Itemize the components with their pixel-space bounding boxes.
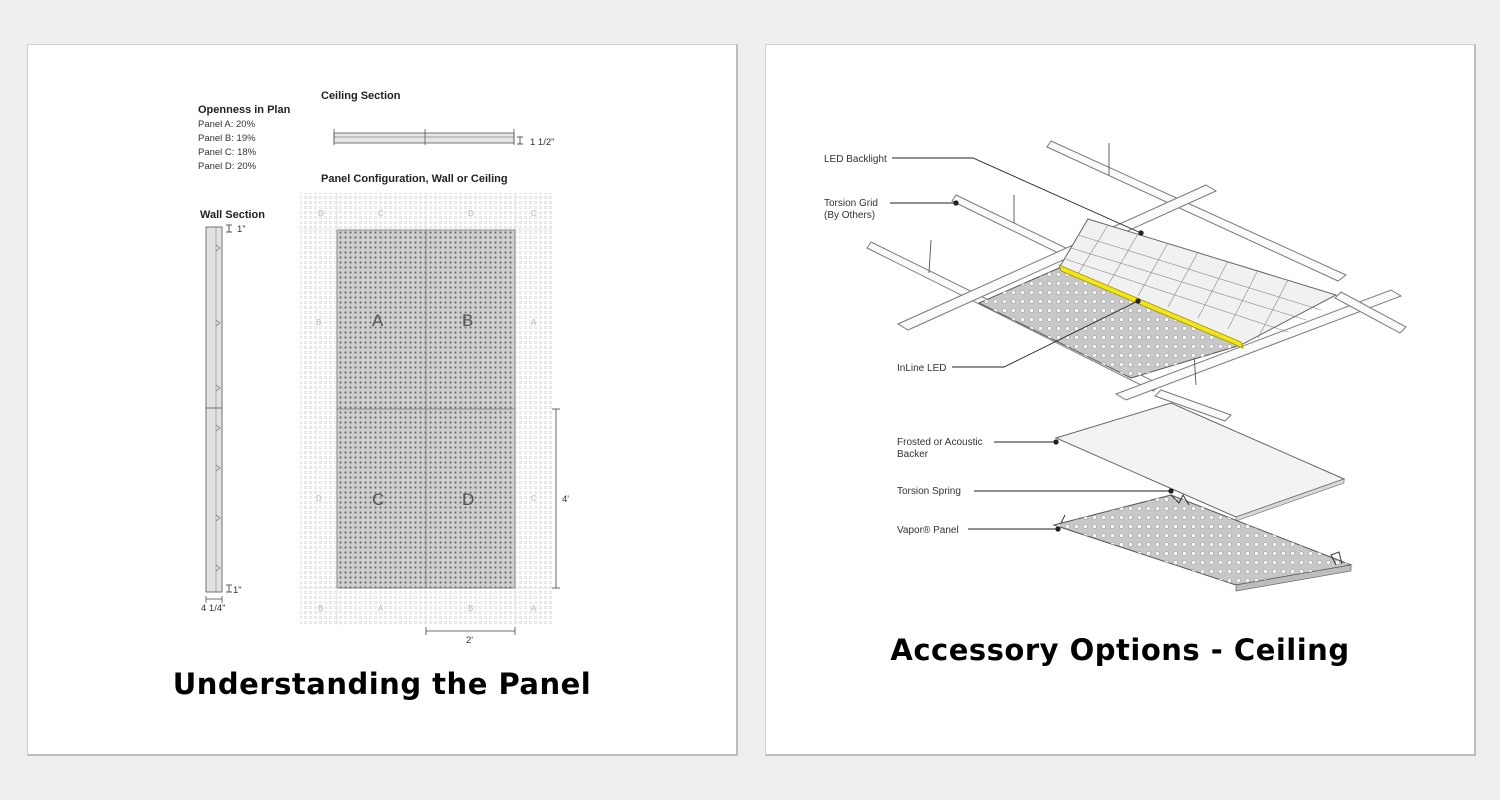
accessory-exploded-diagram: LED Backlight Torsion Grid (By Others) I…: [824, 140, 1407, 592]
ghost-label-top-3: D: [468, 209, 474, 218]
panel-letter-d: D: [462, 490, 474, 509]
main-panel-grid: [336, 229, 516, 589]
torsion-spring: [1060, 493, 1343, 566]
callout-backer-2: Backer: [897, 449, 929, 460]
height-dimension-line: [552, 408, 560, 589]
height-dim-label: 4': [562, 494, 569, 505]
ghost-label-left-2: D: [316, 494, 322, 503]
ghost-label-top-4: C: [531, 209, 537, 218]
callout-backer-1: Frosted or Acoustic: [897, 437, 983, 448]
callout-torsion-grid-note: (By Others): [824, 210, 875, 221]
wall-section-drawing: [205, 224, 232, 603]
openness-item-d: Panel D: 20%: [198, 161, 257, 172]
ghost-label-bottom-4: A: [531, 604, 537, 613]
ghost-label-bottom-1: B: [318, 604, 323, 613]
ghost-label-bottom-2: A: [378, 604, 384, 613]
vapor-panel: [1052, 494, 1353, 592]
width-dim-label: 2': [466, 635, 473, 646]
callout-torsion-spring: Torsion Spring: [897, 486, 961, 497]
callout-torsion-grid: Torsion Grid: [824, 198, 878, 209]
openness-item-c: Panel C: 18%: [198, 147, 257, 158]
ghost-label-right-2: C: [531, 494, 537, 503]
openness-title: Openness in Plan: [198, 104, 291, 116]
wall-dim-top: 1": [237, 224, 246, 235]
wall-dim-bottom: 1": [233, 585, 242, 596]
panel-letter-c: C: [372, 490, 384, 509]
callout-leaders: [890, 157, 1174, 532]
backer-sheet: [1054, 402, 1346, 522]
panel-letter-a: A: [372, 311, 384, 330]
ceiling-section-title: Ceiling Section: [321, 90, 401, 102]
left-caption: Understanding the Panel: [172, 667, 592, 701]
ceiling-dim-label: 1 1/2": [530, 137, 555, 148]
panel-diagram: Openness in Plan Panel A: 20% Panel B: 1…: [198, 90, 569, 646]
ghost-label-top-1: D: [318, 209, 324, 218]
ghost-label-bottom-3: B: [468, 604, 473, 613]
callout-vapor-panel: Vapor® Panel: [897, 525, 959, 536]
panel-diagram-card: Openness in Plan Panel A: 20% Panel B: 1…: [27, 44, 738, 756]
panel-letter-b: B: [462, 311, 473, 330]
config-title: Panel Configuration, Wall or Ceiling: [321, 173, 508, 185]
accessory-diagram-card: LED Backlight Torsion Grid (By Others) I…: [765, 44, 1476, 756]
wall-width-dim: 4 1/4": [201, 603, 226, 614]
ghost-label-right-1: A: [531, 318, 537, 327]
ceiling-section-drawing: [333, 129, 523, 145]
ghost-label-top-2: C: [378, 209, 384, 218]
inline-led-strip: [1058, 264, 1244, 349]
width-dimension-line: [425, 627, 516, 635]
wall-section-title: Wall Section: [200, 209, 265, 221]
callout-led-backlight: LED Backlight: [824, 154, 887, 165]
installed-perforated-panel: [977, 264, 1244, 379]
openness-item-a: Panel A: 20%: [198, 119, 256, 130]
right-caption: Accessory Options - Ceiling: [890, 633, 1350, 667]
ghost-label-left-1: B: [316, 318, 321, 327]
callout-inline-led: InLine LED: [897, 363, 946, 374]
openness-item-b: Panel B: 19%: [198, 133, 256, 144]
